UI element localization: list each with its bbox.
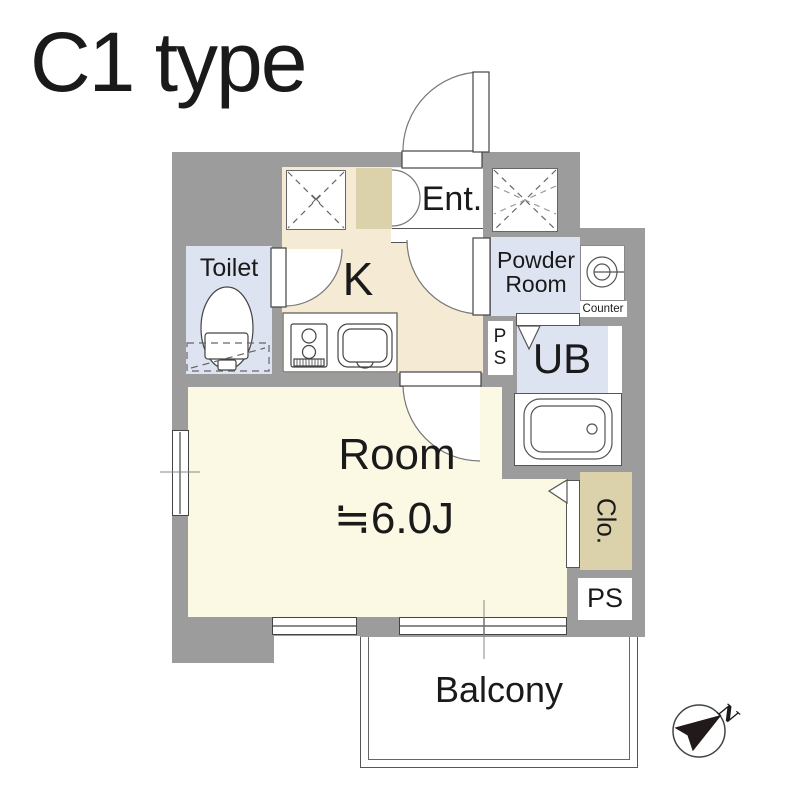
kitchen-label: K — [342, 252, 374, 305]
bath-door-bar — [516, 313, 580, 326]
closet-sliding-door — [566, 480, 580, 568]
room-size-label: ≒6.0J — [333, 493, 455, 543]
storage-square-powder — [492, 168, 558, 232]
powder-room-label-line2: Room — [505, 271, 567, 297]
counter-label: Counter — [582, 302, 624, 315]
window-bottom-small — [272, 617, 357, 635]
unit-bath-side-strip — [608, 326, 622, 393]
balcony-label: Balcony — [434, 669, 564, 711]
entrance-step — [391, 228, 483, 243]
closet-box — [580, 472, 632, 570]
balcony-inner-line — [368, 637, 630, 760]
room-name-label: Room — [338, 429, 456, 479]
bathtub-box — [514, 393, 622, 466]
balcony-outline — [360, 637, 638, 768]
outside-notch-top-right — [580, 118, 652, 228]
unit-bath-label: UB — [532, 334, 592, 382]
entrance-label: Ent. — [421, 180, 483, 219]
storage-square-kitchen — [286, 170, 346, 230]
window-balcony-sliding — [399, 617, 567, 635]
pipe-space-upper-label: P S — [494, 326, 507, 370]
toilet-label: Toilet — [199, 253, 259, 282]
ps-upper-line1: P — [493, 326, 507, 348]
outside-sliver — [274, 636, 360, 640]
ps-upper-line2: S — [493, 348, 507, 369]
pipe-space-lower-box — [578, 578, 632, 620]
page-title: C1 type — [30, 15, 307, 109]
compass-north-label: N — [713, 698, 744, 729]
powder-room-label: Powder Room — [497, 248, 575, 296]
counter-label-box — [580, 301, 627, 317]
powder-room-floor — [491, 237, 580, 316]
shoe-cabinet — [356, 168, 392, 229]
washer-alcove — [580, 245, 625, 301]
pipe-space-lower-label: PS — [586, 582, 624, 613]
window-left — [172, 430, 189, 516]
powder-room-label-line1: Powder — [497, 246, 575, 273]
pipe-space-upper-box — [488, 321, 513, 375]
closet-label: Clo. — [591, 497, 622, 545]
